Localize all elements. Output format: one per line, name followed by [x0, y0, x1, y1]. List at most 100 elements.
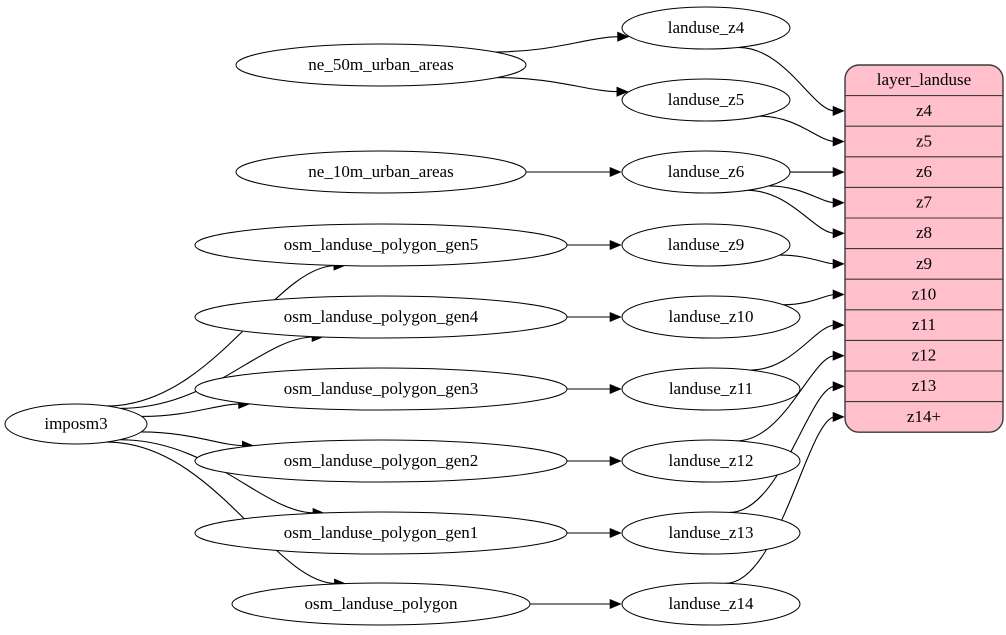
table-row-label: z9: [916, 254, 932, 273]
view-node-landuse_z4[interactable]: landuse_z4: [621, 6, 791, 50]
node-label: osm_landuse_polygon_gen1: [284, 523, 479, 542]
node-label: landuse_z6: [668, 162, 744, 181]
edge-landuse_z6-to-layer_landuse-z7: [768, 185, 836, 204]
node-shape: [194, 367, 568, 411]
table-row-label: z10: [912, 284, 937, 303]
node-label: landuse_z4: [668, 18, 745, 37]
table-row-label: z8: [916, 223, 932, 242]
table-row-z5[interactable]: z5: [916, 131, 932, 150]
edge-landuse_z9-to-layer_landuse-z9: [779, 254, 836, 265]
node-label: ne_50m_urban_areas: [308, 55, 453, 74]
node-shape: [194, 295, 568, 339]
node-label: landuse_z13: [669, 523, 754, 542]
arrowhead: [832, 381, 845, 392]
table-node-osm_landuse_polygon_gen3[interactable]: osm_landuse_polygon_gen3: [194, 367, 568, 411]
table-row-label: z12: [912, 346, 937, 365]
arrowhead: [609, 311, 622, 323]
arrowhead: [832, 105, 845, 116]
node-label: osm_landuse_polygon: [305, 594, 458, 613]
node-shape: [621, 511, 801, 555]
edge-landuse_z10-to-layer_landuse-z10: [783, 293, 836, 306]
node-shape: [621, 150, 791, 194]
arrowhead: [832, 411, 845, 422]
node-shape: [235, 150, 527, 194]
edge-imposm3-to-osm_landuse_polygon_gen5: [106, 265, 336, 407]
node-label: osm_landuse_polygon_gen2: [284, 451, 479, 470]
table-row-label: z13: [912, 376, 937, 395]
arrowhead: [832, 350, 845, 361]
node-shape: [621, 6, 791, 50]
arrowhead: [832, 320, 845, 331]
edge-imposm3-to-osm_landuse_polygon_gen1: [119, 439, 315, 514]
table-row-z13[interactable]: z13: [912, 376, 937, 395]
node-label: landuse_z14: [669, 594, 754, 613]
arrowhead: [609, 239, 622, 251]
table-row-z14+[interactable]: z14+: [907, 407, 941, 426]
table-row-z8[interactable]: z8: [916, 223, 932, 242]
node-shape: [231, 582, 531, 626]
view-node-landuse_z14[interactable]: landuse_z14: [621, 582, 801, 626]
view-node-landuse_z11[interactable]: landuse_z11: [621, 367, 801, 411]
table-row-z12[interactable]: z12: [912, 346, 937, 365]
arrowhead: [832, 258, 845, 269]
table-row-z10[interactable]: z10: [912, 284, 937, 303]
table-row-label: z4: [916, 101, 933, 120]
node-shape: [4, 403, 148, 445]
table-node-ne_50m_urban_areas[interactable]: ne_50m_urban_areas: [235, 43, 527, 87]
edge-imposm3-to-osm_landuse_polygon_gen2: [141, 431, 245, 447]
node-label: landuse_z9: [668, 235, 744, 254]
source-node-imposm3[interactable]: imposm3: [4, 403, 148, 445]
table-row-z4[interactable]: z4: [916, 101, 933, 120]
node-shape: [235, 43, 527, 87]
layer-table[interactable]: layer_landuse z4 z5 z6 z7 z8 z9 z10 z11 z12 z13 z14…: [844, 64, 1004, 433]
view-node-landuse_z9[interactable]: landuse_z9: [621, 223, 791, 267]
node-label: landuse_z10: [669, 307, 754, 326]
table-header-label: layer_landuse: [877, 70, 971, 89]
table-layer: layer_landuse z4 z5 z6 z7 z8 z9 z10 z11 z12 z13 z14…: [844, 64, 1004, 433]
node-shape: [194, 223, 568, 267]
arrowhead: [609, 455, 622, 467]
node-label: imposm3: [44, 414, 107, 433]
arrowhead: [609, 166, 622, 178]
table-node-osm_landuse_polygon_gen4[interactable]: osm_landuse_polygon_gen4: [194, 295, 568, 339]
edge-imposm3-to-osm_landuse_polygon_gen3: [141, 403, 241, 417]
view-node-landuse_z6[interactable]: landuse_z6: [621, 150, 791, 194]
table-row-z7[interactable]: z7: [916, 193, 933, 212]
table-row-z6[interactable]: z6: [916, 162, 932, 181]
arrowhead: [832, 228, 845, 239]
edge-landuse_z6-to-layer_landuse-z8: [747, 189, 836, 234]
view-node-landuse_z5[interactable]: landuse_z5: [621, 78, 791, 122]
edge-imposm3-to-osm_landuse_polygon_gen4: [120, 336, 315, 409]
table-node-ne_10m_urban_areas[interactable]: ne_10m_urban_areas: [235, 150, 527, 194]
node-label: osm_landuse_polygon_gen4: [284, 307, 479, 326]
node-shape: [194, 511, 568, 555]
table-node-osm_landuse_polygon_gen5[interactable]: osm_landuse_polygon_gen5: [194, 223, 568, 267]
arrowhead: [832, 289, 845, 300]
edge-imposm3-to-osm_landuse_polygon: [106, 441, 337, 585]
arrowhead: [617, 31, 630, 42]
node-shape: [621, 223, 791, 267]
table-node-osm_landuse_polygon[interactable]: osm_landuse_polygon: [231, 582, 531, 626]
view-node-landuse_z10[interactable]: landuse_z10: [621, 295, 801, 339]
edge-landuse_z13-to-layer_landuse-z13: [729, 385, 836, 514]
table-row-label: z11: [912, 315, 936, 334]
node-label: osm_landuse_polygon_gen3: [284, 379, 479, 398]
node-label: landuse_z5: [668, 90, 744, 109]
table-node-osm_landuse_polygon_gen1[interactable]: osm_landuse_polygon_gen1: [194, 511, 568, 555]
table-row-z9[interactable]: z9: [916, 254, 932, 273]
table-row-label: z5: [916, 131, 932, 150]
node-shape: [621, 582, 801, 626]
edge-landuse_z4-to-layer_landuse-z4: [738, 46, 836, 112]
node-shape: [621, 439, 801, 483]
node-shape: [621, 78, 791, 122]
view-node-landuse_z12[interactable]: landuse_z12: [621, 439, 801, 483]
table-node-osm_landuse_polygon_gen2[interactable]: osm_landuse_polygon_gen2: [194, 439, 568, 483]
arrowhead: [609, 598, 622, 610]
view-node-landuse_z13[interactable]: landuse_z13: [621, 511, 801, 555]
table-row-label: z6: [916, 162, 932, 181]
node-shape: [621, 367, 801, 411]
table-row-z11[interactable]: z11: [912, 315, 936, 334]
node-label: landuse_z12: [669, 451, 754, 470]
